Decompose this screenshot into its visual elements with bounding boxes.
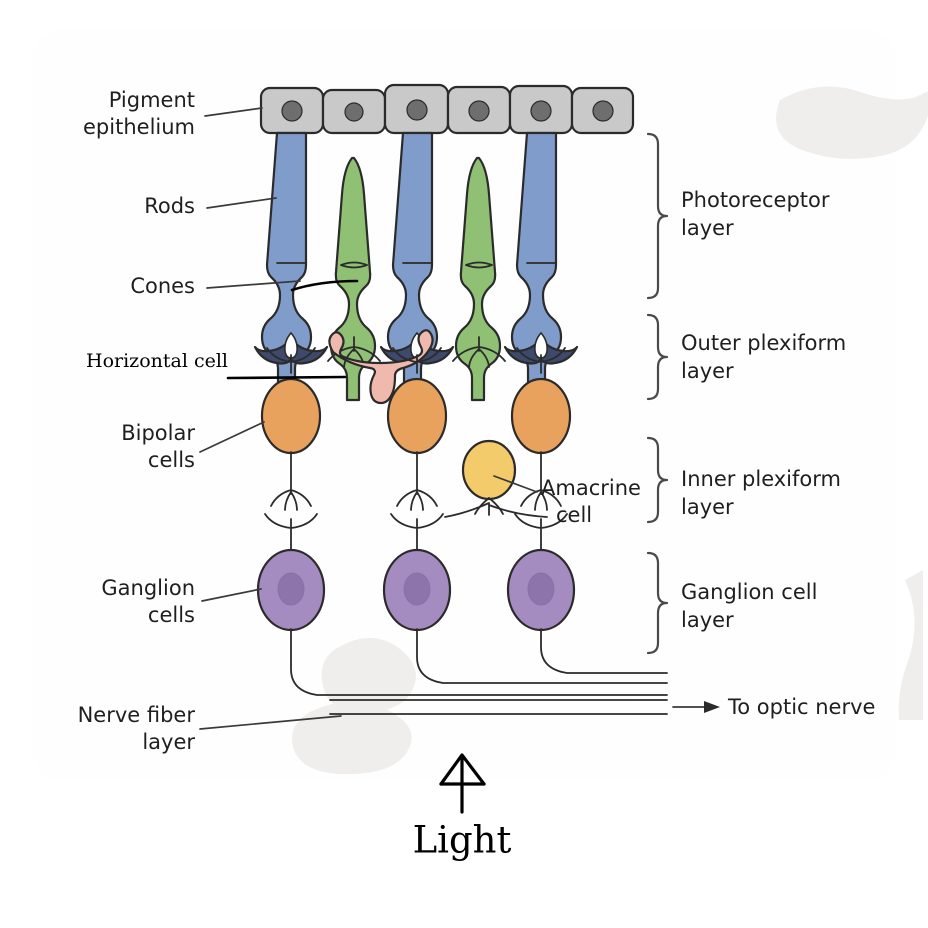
left-label-group: Pigment epithelium Rods Cones Horizontal… [78, 88, 359, 754]
pigment-nucleus [406, 99, 428, 121]
pigment-epithelium-cell [570, 86, 635, 135]
ganglion-nucleus [527, 572, 555, 606]
label-ganglion-cells: Ganglion cells [101, 576, 262, 627]
label-ganglion-cells-line1: Ganglion [101, 576, 195, 600]
pigment-nucleus [592, 100, 614, 122]
leader-nerve-fiber-layer [199, 715, 342, 730]
leader-pigment-epithelium [204, 107, 263, 117]
pigment-nucleus [468, 100, 490, 122]
leader-cones [206, 280, 301, 289]
label-pigment-epithelium: Pigment epithelium [83, 88, 263, 139]
right-layer-group: Photoreceptor layer Outer plexiform laye… [646, 132, 846, 655]
label-ganglion-cell-layer-line2: layer [681, 608, 734, 632]
label-nerve-fiber-layer-line1: Nerve fiber [78, 703, 196, 727]
leader-bipolar-cells [199, 421, 265, 453]
pigment-epithelium-cell [259, 86, 325, 135]
label-inner-plexiform-layer-line1: Inner plexiform [681, 467, 841, 491]
label-pigment-epithelium-line2: epithelium [83, 115, 195, 139]
figure-panel [33, 30, 895, 780]
bracket-ganglion-cell-layer: Ganglion cell layer [646, 551, 817, 655]
label-ganglion-cells-line2: cells [148, 603, 195, 627]
bracket-photoreceptor-layer: Photoreceptor layer [646, 132, 830, 300]
label-horizontal-cell: Horizontal cell [86, 350, 347, 380]
leader-cones-ink [290, 279, 359, 292]
label-horizontal-cell-text: Horizontal cell [86, 350, 228, 372]
ganglion-cell [506, 513, 668, 674]
label-nerve-fiber-layer-line2: layer [142, 730, 195, 754]
label-outer-plexiform-layer-line1: Outer plexiform [681, 331, 846, 355]
label-pigment-epithelium-line1: Pigment [109, 88, 195, 112]
pigment-epithelium-cell [446, 85, 512, 135]
label-cones: Cones [130, 274, 359, 298]
smudge-artifacts [292, 86, 928, 775]
pigment-nucleus [281, 100, 303, 122]
bracket-outer-plexiform-layer: Outer plexiform layer [646, 313, 846, 401]
label-cones-text: Cones [130, 274, 195, 298]
nerve-fiber-layer-axons [329, 699, 668, 715]
amacrine-cell [444, 439, 548, 518]
bipolar-cell [386, 347, 448, 511]
label-inner-plexiform-layer-line2: layer [681, 495, 734, 519]
label-amacrine-cell-line1: Amacrine [541, 476, 641, 500]
label-light: Light [413, 819, 512, 862]
callout-optic-nerve: To optic nerve [672, 695, 875, 719]
leader-rods [206, 197, 277, 209]
bipolar-cell [510, 347, 572, 511]
pigment-epithelium-cell [321, 88, 387, 135]
leader-horizontal-cell [226, 375, 347, 380]
label-photoreceptor-layer-line2: layer [681, 216, 734, 240]
leader-ganglion-cells [201, 588, 262, 602]
ganglion-nucleus [403, 572, 431, 606]
label-photoreceptor-layer-line1: Photoreceptor [681, 188, 830, 212]
label-ganglion-cell-layer-line1: Ganglion cell [681, 580, 817, 604]
pigment-epithelium-row [259, 83, 635, 135]
pigment-epithelium-cell [508, 84, 574, 135]
label-outer-plexiform-layer-line2: layer [681, 359, 734, 383]
label-bipolar-cells-line1: Bipolar [121, 421, 195, 445]
label-rods-text: Rods [144, 194, 195, 218]
label-bipolar-cells: Bipolar cells [121, 421, 265, 472]
label-nerve-fiber-layer: Nerve fiber layer [78, 703, 342, 754]
cone-photoreceptor [452, 156, 506, 402]
callout-amacrine-cell: Amacrine cell [493, 475, 641, 527]
pigment-epithelium-cell [383, 83, 450, 135]
rod-photoreceptor [503, 131, 579, 395]
label-to-optic-nerve: To optic nerve [727, 695, 875, 719]
ganglion-cell [256, 513, 668, 696]
bipolar-cell [260, 347, 322, 511]
label-amacrine-cell-line2: cell [556, 503, 592, 527]
leader-amacrine-cell [493, 475, 538, 493]
callout-light: Light [413, 753, 512, 862]
label-bipolar-cells-line2: cells [148, 448, 195, 472]
light-arrow-head [439, 753, 486, 786]
horizontal-cell-body [328, 329, 434, 405]
ganglion-cell [382, 513, 668, 684]
pigment-nucleus [530, 100, 552, 122]
bracket-inner-plexiform-layer: Inner plexiform layer [646, 436, 841, 524]
optic-nerve-arrow-head [704, 701, 720, 713]
label-rods: Rods [144, 194, 277, 218]
ganglion-nucleus [277, 572, 305, 606]
pigment-nucleus [344, 102, 364, 122]
